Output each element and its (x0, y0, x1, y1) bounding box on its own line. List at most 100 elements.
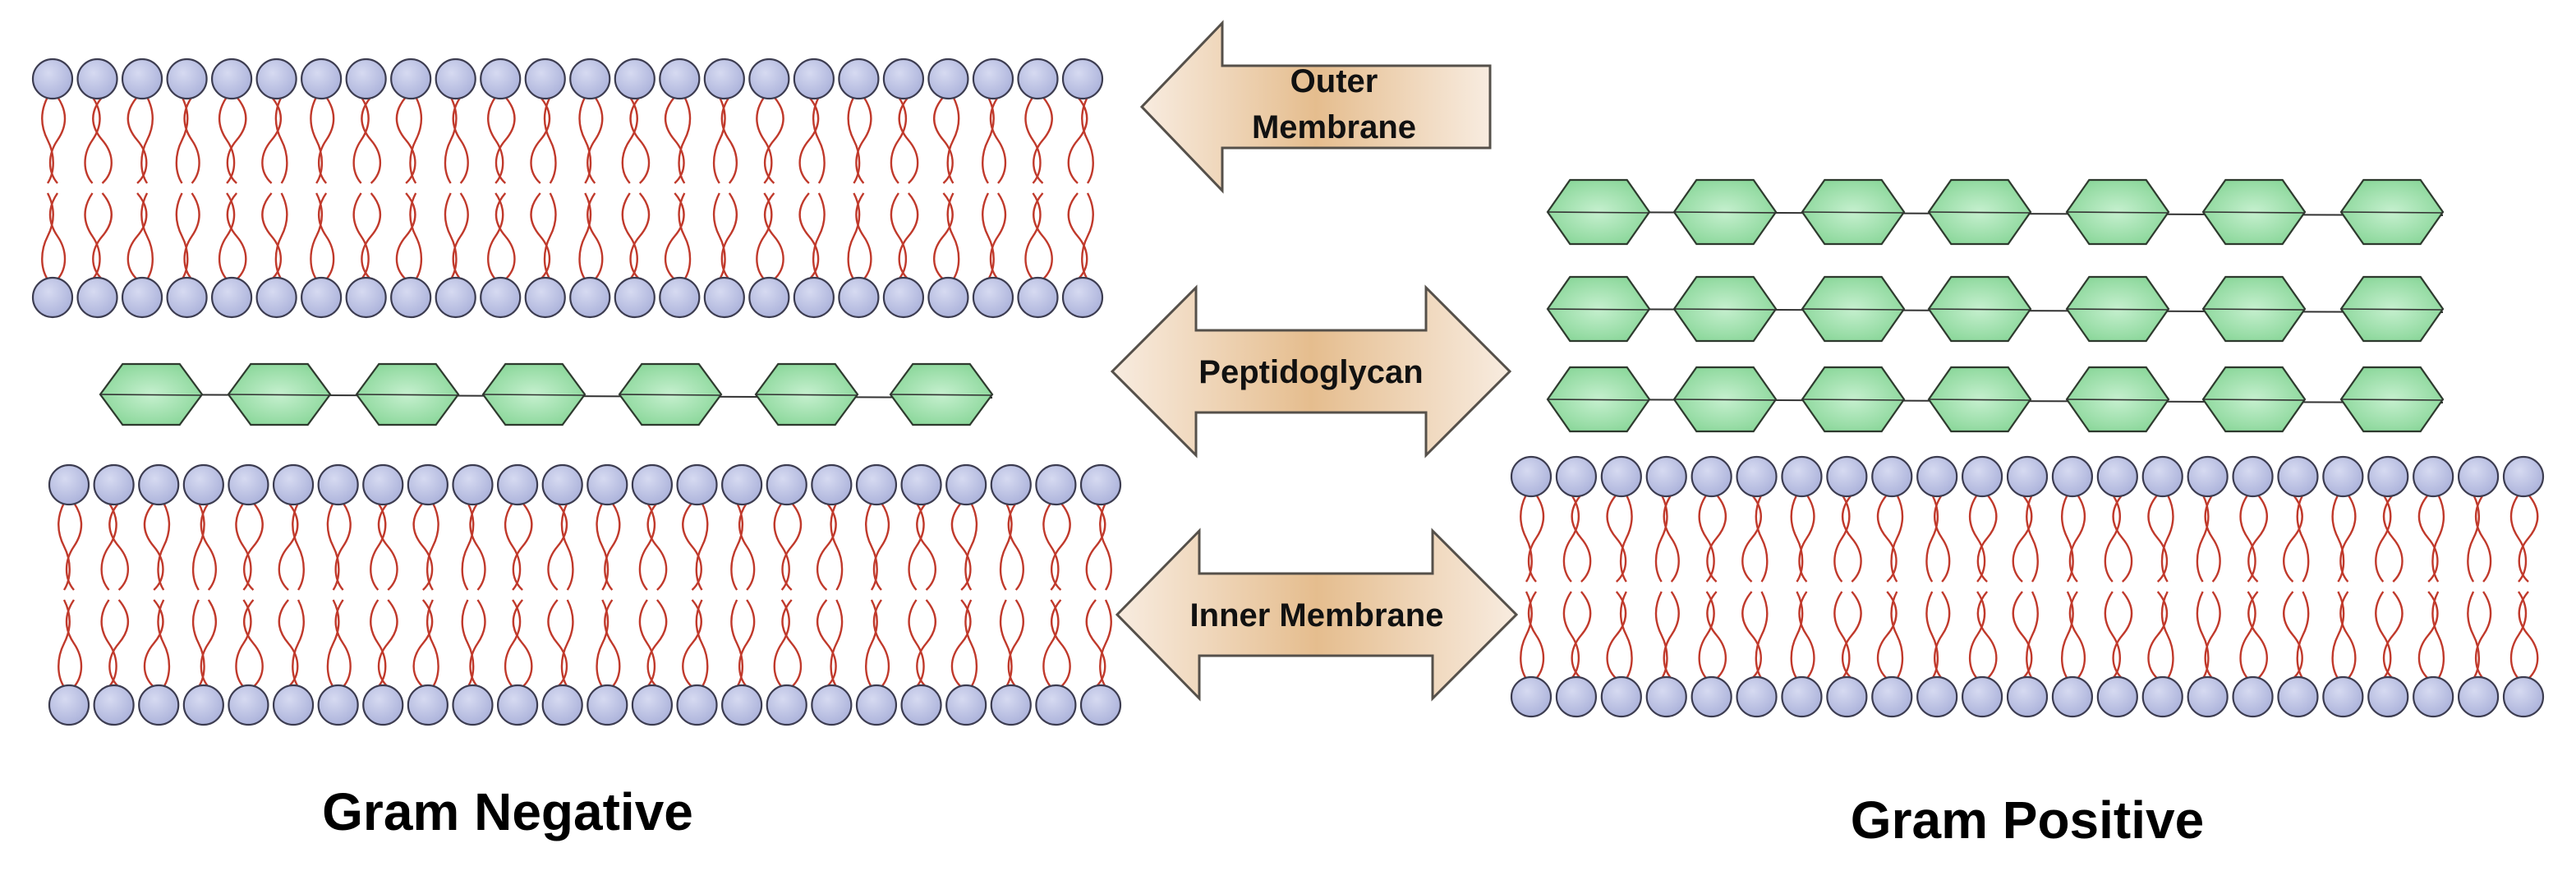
lipid-tail (2431, 494, 2445, 583)
lipid-tail (1968, 494, 1986, 583)
lipid-head (301, 276, 343, 319)
lipid-head (182, 463, 224, 506)
sugar-midline (2066, 211, 2169, 214)
lipid-head (317, 684, 359, 726)
lipid-tail (781, 599, 803, 688)
lipid-tail (756, 192, 773, 280)
lipid-tail (2160, 494, 2174, 583)
lipid-tail (773, 599, 790, 688)
lipid-tail (426, 599, 439, 688)
lipid-head (541, 463, 583, 506)
lipid-head (766, 463, 807, 506)
lipid-tail (738, 599, 756, 688)
lipid-tail (1755, 591, 1769, 680)
lipid-tail (317, 96, 335, 184)
lipid-tail (604, 502, 621, 591)
lipid-tail (1571, 494, 1592, 583)
lipid-head (2322, 455, 2364, 498)
lipid-head (569, 276, 611, 319)
lipid-tail (1619, 494, 1633, 583)
lipid-heads (31, 58, 1104, 319)
lipid-head (2141, 675, 2183, 718)
lipid-head (182, 684, 224, 726)
lipid-tail (200, 502, 218, 591)
lipid-tail (1024, 192, 1042, 280)
lipid-tail (292, 599, 305, 688)
lipid-tail (1698, 494, 1715, 583)
lipid-heads (48, 463, 1122, 726)
lipid-heads (1510, 455, 2545, 718)
sugar-midline (1928, 308, 2031, 311)
lipid-tail (638, 599, 656, 688)
lipid-tail (395, 192, 416, 280)
lipid-tail (494, 96, 516, 184)
lipid-tail (469, 599, 486, 688)
lipid-tail (1890, 494, 1904, 583)
lipid-head (1600, 675, 1642, 718)
lipid-tail (586, 192, 604, 280)
peptidoglycan-chain (1546, 366, 2445, 433)
lipid-tail (278, 599, 299, 688)
double-arrow-icon (1115, 528, 1519, 702)
lipid-head (480, 58, 522, 100)
lipid-head (2096, 455, 2138, 498)
lipid-head (811, 463, 853, 506)
lipid-head (362, 684, 404, 726)
lipid-tail (2283, 494, 2303, 583)
peptidoglycan-chain (1546, 275, 2445, 343)
lipid-tail (664, 192, 685, 280)
lipid-tail (560, 502, 574, 591)
lipid-tail (2160, 591, 2174, 680)
lipid-tail (812, 96, 826, 184)
lipid-head (2502, 675, 2545, 718)
lipid-tail (964, 599, 978, 688)
lipid-tail (2104, 591, 2122, 680)
lipid-tail (682, 502, 702, 591)
lipid-head (1781, 675, 1823, 718)
lipid-head (166, 58, 208, 100)
lipid-head (2277, 675, 2319, 718)
lipid-head (838, 58, 880, 100)
lipid-head (496, 463, 539, 506)
lipid-tail (1890, 591, 1904, 680)
lipid-tail (261, 192, 282, 280)
lipid-head (766, 684, 807, 726)
lipid-head (1017, 276, 1059, 319)
lipid-tail (547, 599, 568, 688)
lipid-head (2322, 675, 2364, 718)
sugar-midline (619, 394, 722, 396)
lipid-head (900, 684, 942, 726)
lipid-head (2187, 455, 2229, 498)
lipid-tail (764, 96, 784, 184)
lipid-tail (933, 192, 954, 280)
gram-positive-membrane (1510, 455, 2545, 718)
lipid-tail (157, 502, 171, 591)
lipid-tail (361, 96, 381, 184)
sugar-midline (1547, 399, 1650, 401)
lipid-tail (2509, 591, 2528, 680)
lipid-head (855, 463, 898, 506)
lipid-head (345, 58, 387, 100)
lipid-tail (1968, 591, 1986, 680)
lipid-tail (1619, 591, 1633, 680)
lipid-tail (84, 96, 101, 184)
lipid-head (1736, 455, 1778, 498)
gram-positive-caption: Gram Positive (1851, 790, 2204, 850)
lipid-head (435, 276, 476, 319)
lipid-tail (964, 502, 978, 591)
lipid-tail (1081, 192, 1094, 280)
lipid-head (990, 463, 1032, 506)
lipid-head (1916, 675, 1958, 718)
lipid-head (1510, 675, 1552, 718)
lipid-tail (2382, 591, 2404, 680)
lipid-head (748, 58, 790, 100)
lipid-tail (1976, 591, 1998, 680)
lipid-tail (1833, 494, 1851, 583)
lipid-head (1826, 675, 1868, 718)
lipid-head (121, 58, 163, 100)
lipid-tail (989, 192, 1007, 280)
lipid-tail (646, 502, 668, 591)
gram-negative-caption: Gram Negative (322, 782, 693, 841)
lipid-tail (65, 599, 83, 688)
lipid-tail (84, 192, 101, 280)
